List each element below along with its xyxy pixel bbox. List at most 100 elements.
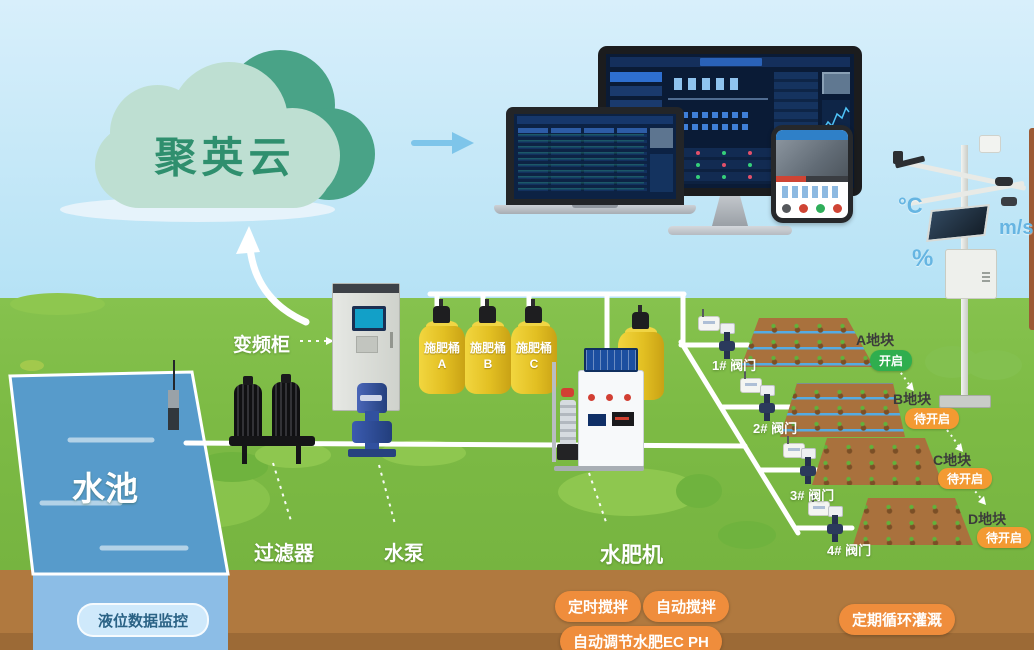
valve-1-rtu (698, 309, 720, 331)
barrel-body (419, 326, 465, 394)
valve-1-label: 1# 阀门 (712, 358, 757, 373)
station-base-plate (939, 395, 991, 408)
laptop-data-text-rows (518, 134, 644, 190)
temperature-unit-label: °C (898, 193, 923, 218)
pool-ripples (39, 437, 189, 551)
barrel-body (465, 326, 511, 394)
machine-screen (584, 348, 638, 372)
filter-label: 过滤器 (254, 543, 314, 565)
phone-data-bars (782, 186, 842, 198)
plot-d-label: D地块 (968, 511, 1007, 527)
soil-band-dark (0, 633, 1034, 650)
machine-display-2 (612, 412, 634, 426)
machine-display-1 (588, 414, 606, 426)
water-pump (348, 383, 398, 459)
dashboard-topbar (610, 57, 850, 67)
cloud-front (100, 130, 332, 208)
filter-canister (272, 374, 300, 442)
laptop-base (494, 205, 696, 214)
dashboard-tank-icons (674, 78, 682, 90)
valve-3-rtu (783, 436, 805, 458)
phone-screen (776, 130, 848, 218)
fertigation-machine (552, 348, 646, 472)
right-edge-object (1029, 128, 1034, 330)
plot-b-to-c-arrow (946, 429, 960, 448)
machine-red-valve (561, 388, 574, 397)
plot-c (812, 438, 943, 485)
wind-sensor (1001, 197, 1017, 206)
cabinet-handle (390, 332, 393, 348)
phone-control-button (782, 204, 791, 213)
laptop-data-column (551, 128, 581, 192)
filter-leg (242, 446, 247, 464)
laptop-camera-thumbnail (650, 128, 673, 148)
dashboard-camera-thumbnail (822, 72, 850, 94)
phone-toolbar (776, 176, 848, 182)
machine-knob (606, 394, 613, 401)
filter-unit (229, 374, 315, 468)
cabinet-top-strip (333, 284, 399, 293)
plot-a-status-badge: 开启 (870, 350, 913, 371)
anemometer-icon (995, 177, 1013, 186)
valve-2-rtu (740, 371, 762, 393)
arrowhead (955, 443, 963, 452)
plot-c-status-badge: 待开启 (938, 468, 993, 489)
mixer-motor (433, 299, 450, 323)
cabinet-label: 变频柜 (233, 335, 291, 356)
machine-label: 水肥机 (600, 544, 663, 567)
phone-app-header (776, 130, 848, 140)
machine-frame (552, 362, 556, 462)
mixer-motor (632, 305, 649, 329)
laptop-data-column (584, 128, 614, 192)
laptop-chart (650, 154, 673, 192)
machine-pump-motor (557, 444, 579, 460)
laptop-screen (514, 114, 676, 199)
grass-blob (676, 474, 722, 508)
feature-pill-cycle-irrigation: 定期循环灌溉 (839, 604, 956, 635)
pool-label: 水池 (72, 470, 138, 507)
weather-station (893, 133, 1034, 413)
cabinet-screen (352, 306, 386, 331)
cabinet-guide-arrowhead (326, 337, 334, 345)
pump-label-plate (360, 395, 382, 401)
arrowhead (978, 496, 986, 505)
level-sensor (168, 408, 179, 430)
cloud: 聚英云 (95, 50, 375, 215)
machine-base (554, 466, 644, 471)
upload-to-cloud-arrow (246, 244, 310, 326)
plot-d (853, 498, 973, 545)
pump-label-guide (378, 464, 396, 525)
pump-label: 水泵 (384, 543, 424, 565)
cloud-label: 聚英云 (154, 134, 296, 181)
monitor-base (668, 226, 792, 235)
feature-pill-auto-stir: 自动搅拌 (643, 591, 730, 622)
machine-label-guide (588, 472, 607, 523)
arrowhead (906, 382, 914, 391)
machine-booster-pump (560, 400, 576, 448)
rain-gauge (979, 135, 1001, 153)
upload-arrowhead (236, 226, 260, 254)
grass-blob (255, 442, 331, 468)
phone-camera-view (776, 140, 848, 176)
level-monitor-badge: 液位数据监控 (77, 603, 209, 637)
valve-2-label: 2# 阀门 (753, 421, 798, 436)
phone-control-button (799, 204, 808, 213)
humidity-unit-label: % (912, 245, 934, 272)
pump-base (348, 449, 396, 457)
valve-3 (800, 448, 816, 492)
bush (966, 350, 1022, 380)
feature-pill-timed-stir: 定时搅拌 (555, 591, 642, 622)
filter-label-guide (272, 462, 293, 525)
laptop-data-column (617, 128, 647, 192)
machine-knob (624, 394, 631, 401)
plot-a-label: A地块 (856, 332, 895, 348)
valve-4 (827, 506, 843, 550)
filter-manifold (229, 436, 315, 446)
station-control-box (945, 249, 997, 299)
